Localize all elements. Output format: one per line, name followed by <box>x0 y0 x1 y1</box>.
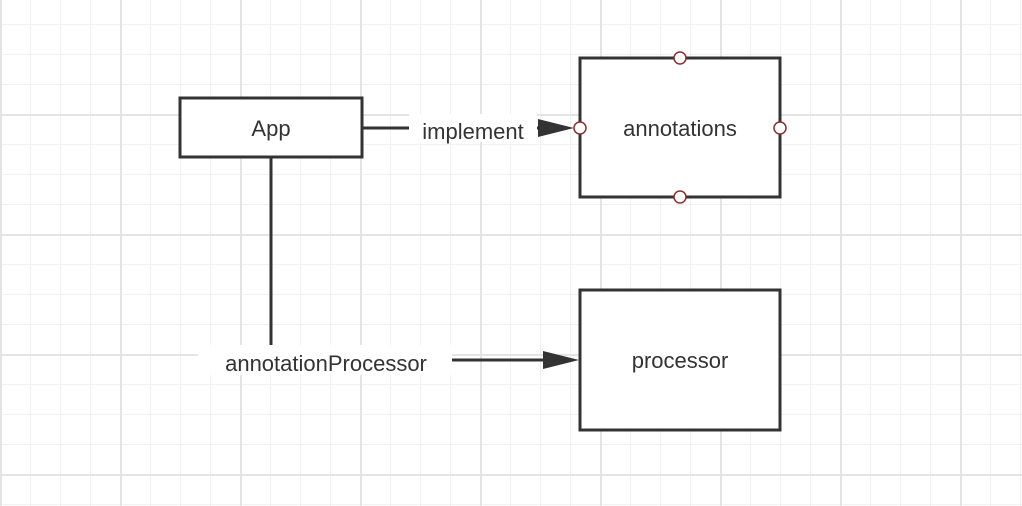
node-processor-box[interactable] <box>578 288 782 432</box>
node-app-label: App <box>251 116 290 141</box>
node-app[interactable]: App <box>178 96 364 159</box>
node-app-box[interactable] <box>178 96 364 159</box>
edge-implement-arrowhead <box>538 119 574 137</box>
node-annotations-label: annotations <box>623 116 737 141</box>
connection-point-right[interactable] <box>773 121 787 135</box>
edge-implement-label[interactable]: implement <box>422 119 523 144</box>
node-annotations[interactable]: annotations <box>573 51 787 204</box>
node-processor-label: processor <box>632 348 729 373</box>
connection-point-bottom[interactable] <box>673 190 687 204</box>
node-processor[interactable]: processor <box>578 288 782 432</box>
connection-point-left[interactable] <box>573 121 587 135</box>
edge-annotation-processor-label-bg <box>198 345 452 375</box>
edge-annotation-processor[interactable]: annotationProcessor <box>198 157 579 376</box>
edge-annotation-processor-label[interactable]: annotationProcessor <box>225 351 427 376</box>
edge-implement-label-bg <box>409 114 537 142</box>
edge-implement[interactable]: implement <box>362 114 574 144</box>
edge-annotation-processor-arrowhead <box>543 351 579 369</box>
connection-point-top[interactable] <box>673 51 687 65</box>
